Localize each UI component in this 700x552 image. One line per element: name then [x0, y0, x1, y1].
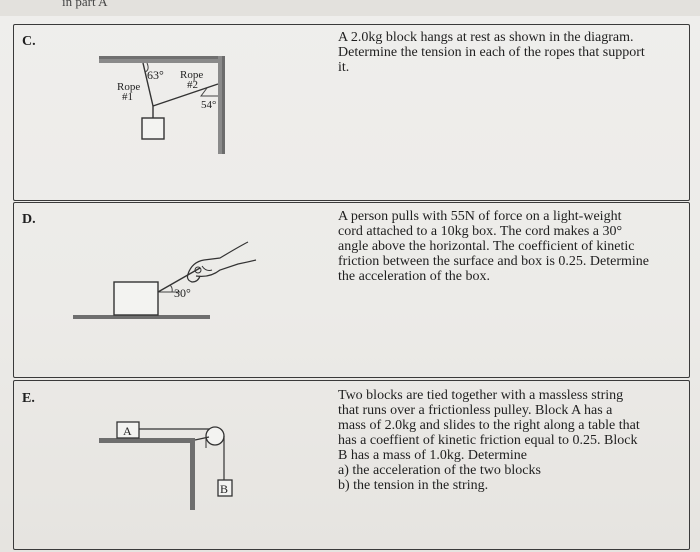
problem-c-box — [13, 24, 690, 201]
problem-e-diagram: A B — [99, 421, 233, 510]
floor — [73, 315, 210, 319]
rope-2 — [152, 83, 219, 107]
rope-1 — [142, 62, 154, 107]
hanging-block — [141, 117, 165, 140]
table-top — [99, 438, 195, 443]
problem-e-line: a) the acceleration of the two blocks — [338, 463, 541, 478]
table-leg — [190, 438, 195, 510]
problem-e-line: mass of 2.0kg and slides to the right al… — [338, 418, 640, 433]
box-10kg — [113, 281, 159, 316]
problem-c-line: Determine the tension in each of the rop… — [338, 45, 645, 60]
wall-edge — [222, 56, 225, 154]
problem-d-diagram: 30° — [73, 241, 257, 319]
problem-e-line: B has a mass of 1.0kg. Determine — [338, 448, 527, 463]
block-b-label: B — [220, 482, 228, 496]
problem-e-line: has a coeffient of kinetic friction equa… — [338, 433, 638, 448]
angle-arc-left — [144, 62, 149, 73]
problem-e-line: Two blocks are tied together with a mass… — [338, 388, 624, 403]
part-label: in part A — [62, 0, 108, 9]
top-strip: in part A — [0, 0, 700, 16]
problem-d-text: A person pulls with 55N of force on a li… — [338, 209, 649, 284]
problem-d-line: A person pulls with 55N of force on a li… — [338, 209, 622, 224]
problem-e-box — [13, 380, 690, 550]
block-a — [116, 421, 140, 439]
problem-c-line: it. — [338, 60, 350, 75]
ceiling-edge — [99, 56, 225, 59]
problem-d-line: angle above the horizontal. The coeffici… — [338, 239, 635, 254]
problem-d-box — [13, 202, 690, 378]
pulley — [205, 426, 225, 446]
pull-cord — [157, 267, 201, 293]
problem-d-line: the acceleration of the box. — [338, 269, 490, 284]
rope1-number: #1 — [122, 91, 133, 103]
problem-c-diagram: 63° 54° Rope #1 Rope #2 — [99, 56, 225, 154]
pulley-bracket — [194, 436, 210, 441]
angle-mark-right — [200, 87, 218, 97]
hand-upper-outline — [187, 241, 249, 275]
problem-e-text: Two blocks are tied together with a mass… — [338, 388, 640, 493]
problem-c-letter: C. — [22, 34, 36, 49]
problem-d-line: cord attached to a 10kg box. The cord ma… — [338, 224, 623, 239]
problem-d-letter: D. — [22, 212, 36, 227]
hand-lower-outline — [195, 259, 257, 277]
hand-finger — [201, 265, 213, 271]
angle-right-label: 54° — [201, 99, 216, 111]
hand-thumb — [186, 273, 201, 283]
rope2-label: Rope — [180, 69, 203, 81]
wall — [218, 56, 225, 154]
block-a-label: A — [123, 424, 132, 438]
cord-knot — [194, 266, 202, 274]
problem-c-line: A 2.0kg block hangs at rest as shown in … — [338, 30, 634, 45]
ceiling-beam — [99, 56, 225, 63]
angle-label: 30° — [174, 286, 191, 300]
angle-left-label: 63° — [147, 68, 164, 82]
rope1-label: Rope — [117, 81, 140, 93]
rope2-number: #2 — [187, 79, 198, 91]
problem-c-text: A 2.0kg block hangs at rest as shown in … — [338, 30, 645, 75]
block-b — [217, 479, 233, 497]
problem-d-line: friction between the surface and box is … — [338, 254, 650, 269]
angle-arc — [169, 284, 173, 293]
problem-e-line: b) the tension in the string. — [338, 478, 489, 493]
problem-e-letter: E. — [22, 391, 35, 406]
problem-e-line: that runs over a frictionless pulley. Bl… — [338, 403, 613, 418]
